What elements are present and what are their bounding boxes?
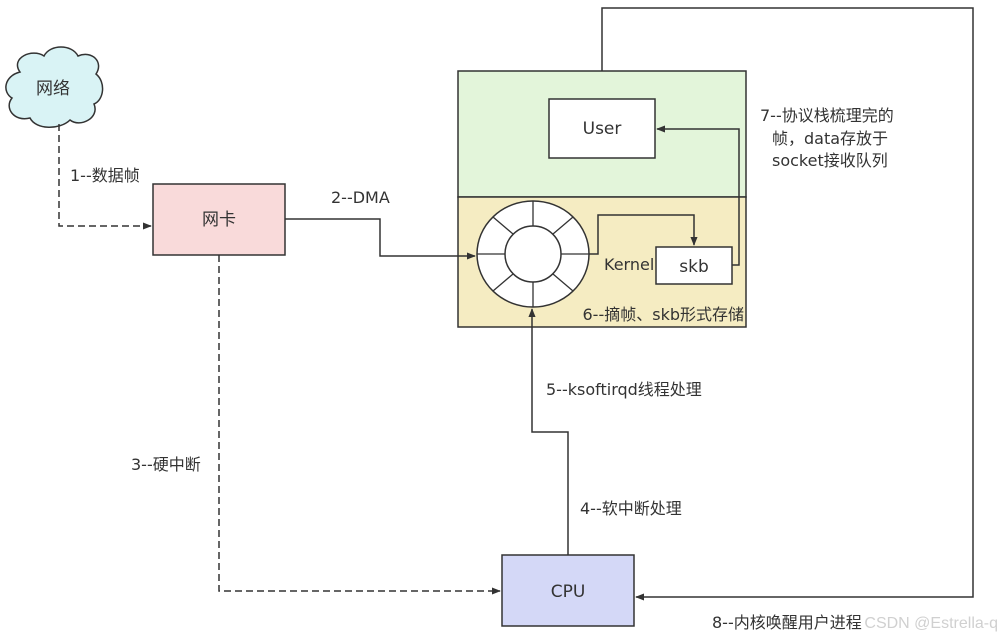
network-cloud-node[interactable] [5, 46, 104, 128]
step3-label: 3--硬中断 [131, 455, 201, 474]
edge-nic-to-ring-dma [285, 218, 476, 260]
step8-label: 8--内核唤醒用户进程 [712, 613, 862, 632]
edge-ring-to-skb [589, 214, 698, 255]
ring-buffer-node[interactable] [476, 200, 590, 308]
step7-line3: socket接收队列 [772, 151, 888, 170]
kernel-label: Kernel [604, 255, 654, 274]
step6-label: 6--摘帧、skb形式存储 [583, 305, 745, 324]
edge-cpu-to-ring-softirq [528, 308, 569, 555]
skb-node-label: skb [679, 257, 709, 277]
edge-network-to-nic [58, 124, 152, 230]
step7-line1: 7--协议栈梳理完的 [760, 106, 894, 125]
watermark: CSDN @Estrella-q [864, 615, 998, 632]
edge-kernel-wakeup-user [601, 7, 974, 601]
step2-label: 2--DMA [331, 188, 390, 207]
nic-node-label: 网卡 [202, 210, 236, 230]
cpu-node-label: CPU [551, 582, 586, 602]
cpu-node[interactable] [501, 554, 635, 627]
user-node[interactable] [548, 98, 656, 159]
user-node-label: User [583, 119, 622, 139]
edge-skb-to-user [656, 125, 740, 266]
network-cloud-label: 网络 [36, 79, 70, 99]
step1-label: 1--数据帧 [70, 166, 140, 185]
edge-nic-to-cpu-hardirq [218, 255, 501, 595]
step5-label: 5--ksoftirqd线程处理 [546, 380, 702, 399]
ring-buffer-inner [504, 225, 562, 283]
step7-line2: 帧，data存放于 [772, 129, 888, 148]
skb-node[interactable] [655, 246, 733, 285]
step4-label: 4--软中断处理 [580, 499, 682, 518]
step7-label: 7--协议栈梳理完的 帧，data存放于 socket接收队列 [760, 106, 894, 170]
ring-buffer-spokes [477, 201, 589, 307]
